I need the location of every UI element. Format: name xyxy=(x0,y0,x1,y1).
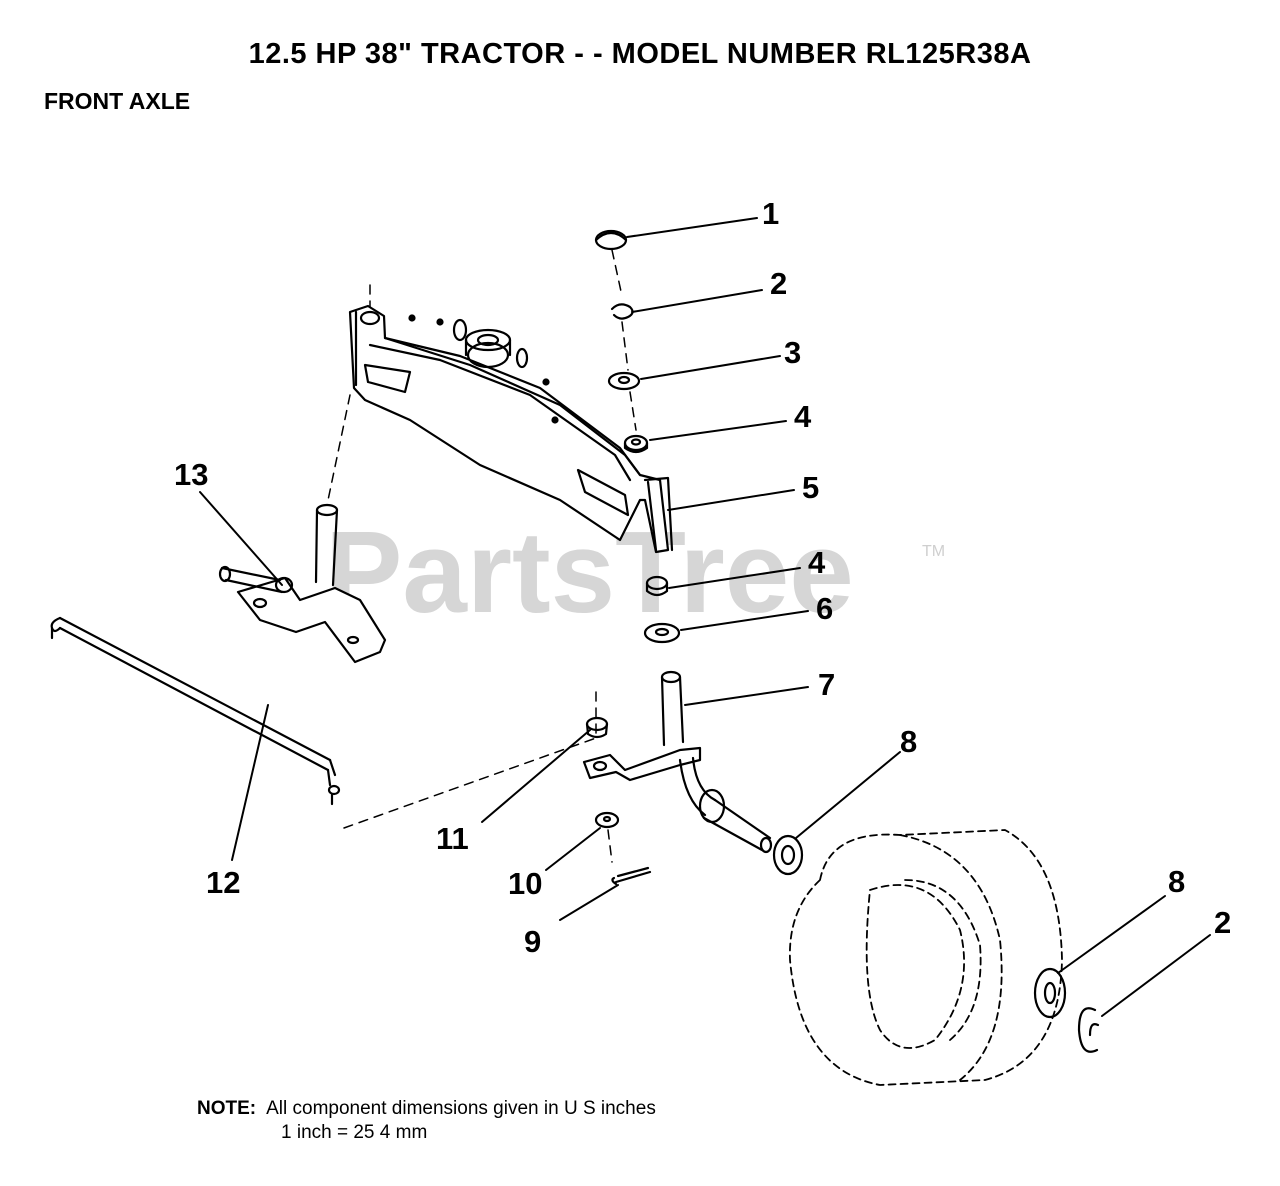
callout-label: 4 xyxy=(808,545,826,580)
part-spindle-left[interactable] xyxy=(218,503,387,664)
callout-label: 8 xyxy=(900,724,917,759)
callout-label: 7 xyxy=(818,667,835,702)
callout-label: 6 xyxy=(816,591,833,626)
note-line-1: All component dimensions given in U S in… xyxy=(266,1098,656,1119)
callout-label: 3 xyxy=(784,335,801,370)
callout-labels: 1 2 3 4 5 4 6 7 8 8 2 9 10 11 12 13 xyxy=(174,196,1231,959)
callout-label: 5 xyxy=(802,470,819,505)
part-washer-spindle[interactable] xyxy=(772,834,804,876)
part-nut[interactable] xyxy=(585,716,609,739)
part-retaining-ring-top[interactable] xyxy=(610,303,634,320)
part-washer-middle[interactable] xyxy=(643,622,681,644)
callout-label: 12 xyxy=(206,865,240,900)
part-cap[interactable] xyxy=(594,229,628,251)
section-title: FRONT AXLE xyxy=(44,88,191,114)
part-bushing-upper[interactable] xyxy=(623,434,649,454)
callout-label: 9 xyxy=(524,924,541,959)
callout-label: 11 xyxy=(436,821,469,856)
callout-label: 1 xyxy=(762,196,779,231)
part-spindle-right[interactable] xyxy=(582,670,773,854)
note-label: NOTE: xyxy=(197,1098,257,1119)
callout-label: 4 xyxy=(794,399,812,434)
note-line-2: 1 inch = 25 4 mm xyxy=(281,1122,428,1143)
leader-lines xyxy=(199,217,1211,1017)
watermark: PartsTree xyxy=(325,507,854,637)
callout-label: 2 xyxy=(1214,905,1231,940)
part-cotter-pin[interactable] xyxy=(611,866,652,886)
part-axle[interactable] xyxy=(348,304,674,554)
callout-label: 10 xyxy=(508,866,542,901)
part-retaining-ring-outer[interactable] xyxy=(1077,1007,1100,1053)
part-washer-upper[interactable] xyxy=(607,371,641,391)
callout-label: 13 xyxy=(174,457,208,492)
assembly-axis-lines xyxy=(326,249,637,863)
watermark-trademark: TM xyxy=(922,543,945,560)
part-wheel[interactable] xyxy=(789,829,1063,1086)
page-title: 12.5 HP 38" TRACTOR - - MODEL NUMBER RL1… xyxy=(248,38,1032,70)
part-washer-small[interactable] xyxy=(594,811,620,829)
part-washer-outer[interactable] xyxy=(1033,967,1067,1019)
dimension-note: NOTE: All component dimensions given in U… xyxy=(197,1097,656,1145)
callout-label: 8 xyxy=(1168,864,1185,899)
callout-label: 2 xyxy=(770,266,787,301)
part-bushing-lower[interactable] xyxy=(645,575,669,597)
part-drag-link[interactable] xyxy=(50,616,341,806)
